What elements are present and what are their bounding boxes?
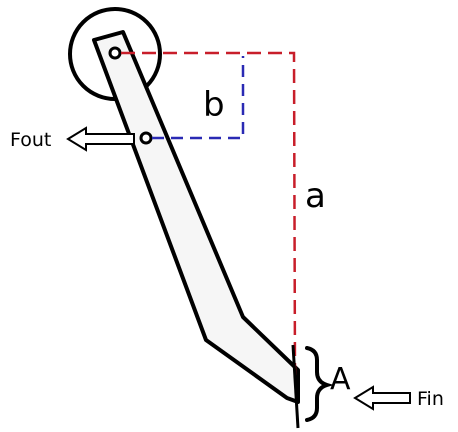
label-b: b: [203, 85, 225, 125]
label-force-in: Fin: [417, 388, 444, 410]
label-force-out: Fout: [10, 129, 51, 151]
pivot-pin: [108, 46, 122, 60]
lever-arm: [92, 30, 300, 404]
label-gap-A: A: [330, 362, 351, 397]
force-in-arrow: [353, 385, 411, 411]
dimension-line-a: [121, 51, 297, 376]
label-a: a: [305, 176, 326, 216]
gap-brace: [305, 346, 334, 422]
dimension-line-b: [152, 56, 245, 140]
force-out-arrow: [66, 126, 135, 152]
output-pin: [139, 131, 153, 145]
base-line: [291, 344, 300, 429]
